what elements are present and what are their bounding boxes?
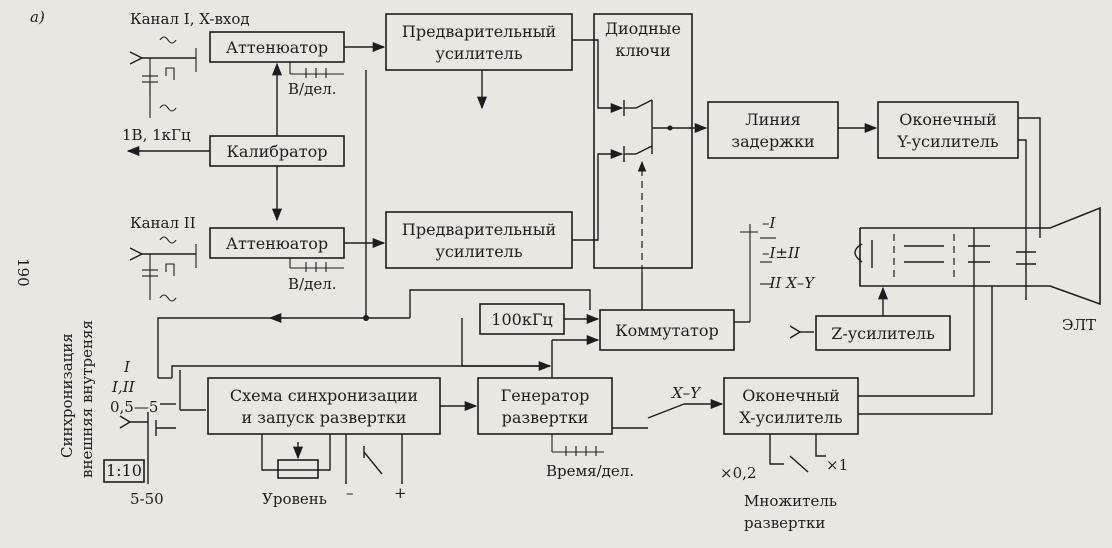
sweep-multiplier-switch[interactable]	[769, 434, 826, 473]
slope-minus-label: –	[346, 484, 354, 502]
sync-range-5-50-label: 5-50	[130, 490, 164, 508]
sync-bus-to-commutator	[409, 289, 591, 318]
delay-line-label-line2: задержки	[731, 132, 814, 151]
level-potentiometer[interactable]	[261, 434, 331, 479]
sync-internal-line	[171, 365, 550, 378]
time-div-switch[interactable]	[551, 434, 604, 456]
mode-label-3: –II X–Y	[762, 274, 816, 292]
sync-circuit-label-line1: Схема синхронизации	[230, 386, 418, 405]
preamp-1-block	[385, 13, 573, 71]
crt-tube	[854, 206, 1101, 306]
y-amplifier-label-line1: Оконечный	[899, 110, 997, 129]
sweep-multiplier-label-line2: развертки	[744, 514, 825, 532]
crt-label: ЭЛТ	[1062, 316, 1096, 334]
sweep-generator-label-line1: Генератор	[501, 386, 590, 405]
volt-div-2-switch[interactable]	[289, 258, 344, 272]
attenuator-2-label: Аттенюатор	[226, 234, 328, 253]
calibrator-label: Калибратор	[227, 142, 328, 161]
delay-line-block	[707, 101, 839, 159]
z-amplifier-label: Z-усилитель	[831, 324, 935, 343]
ch2-coupling-switch[interactable]	[142, 236, 197, 302]
y-amplifier-block	[877, 101, 1019, 159]
preamp-1-label-line2: усилитель	[435, 44, 522, 63]
mode-label-1: –I	[762, 214, 777, 232]
multiplier-1-label: ×1	[826, 456, 848, 474]
ratio-1-10-block[interactable]	[103, 459, 145, 483]
yamp-to-crt-lower-line	[1018, 139, 1027, 300]
sweep-multiplier-label-line1: Множитель	[744, 492, 837, 510]
slope-switch[interactable]	[345, 434, 403, 484]
ch1-input-connector[interactable]	[129, 51, 196, 65]
attenuator-1-label: Аттенюатор	[226, 38, 328, 57]
diode-switches-block	[593, 13, 693, 269]
sync-vertical-label-line2: внешняя внутреняя	[78, 320, 96, 478]
xamp-to-crt-upper-line	[858, 228, 975, 397]
x-amplifier-block	[723, 377, 859, 435]
time-div-label: Время/дел.	[546, 462, 634, 480]
slope-plus-label: +	[394, 484, 407, 502]
mode-label-2: –I±II	[762, 244, 801, 262]
y-amplifier-label-line2: Y-усилитель	[896, 132, 999, 151]
volt-div-2-label: В/дел.	[288, 275, 337, 293]
preamp2-to-diode-line	[572, 148, 624, 241]
ch1-coupling-switch[interactable]	[142, 36, 197, 118]
ratio-1-10-label: 1:10	[106, 461, 142, 480]
yamp-to-crt-upper-line	[1018, 117, 1041, 238]
z-input-connector[interactable]	[789, 325, 814, 339]
ch2-input-connector[interactable]	[129, 247, 196, 261]
ch1-input-label: Канал I, X-вход	[130, 10, 250, 28]
ch2-input-label: Канал II	[130, 214, 196, 232]
xamp-to-crt-lower-line	[858, 286, 993, 415]
sync-vertical-label-line1: Синхронизация	[58, 333, 76, 458]
diode-switches-label-line2: ключи	[615, 41, 670, 60]
xy-switch[interactable]	[612, 398, 724, 429]
preamp-2-label-line1: Предварительный	[402, 220, 556, 239]
volt-div-1-label: В/дел.	[288, 80, 337, 98]
volt-div-1-switch[interactable]	[289, 62, 344, 78]
sync-circuit-label-line2: и запуск развертки	[242, 408, 407, 427]
level-label: Уровень	[262, 490, 327, 508]
xy-switch-label: X–Y	[671, 384, 702, 402]
sync-bus-left-line	[157, 317, 270, 378]
page-number: 190	[14, 258, 32, 287]
preamp1-to-diode-line	[572, 39, 624, 114]
figure-label: а)	[30, 8, 45, 26]
delay-line-label-line1: Линия	[745, 110, 800, 129]
commutator-block	[599, 309, 735, 351]
sync-source-i-label: I	[123, 358, 131, 376]
sweep-generator-block	[477, 377, 613, 435]
commutator-label: Коммутатор	[615, 321, 718, 340]
diode-switch-contacts	[623, 99, 692, 162]
diode-switches-label-line1: Диодные	[605, 19, 681, 38]
calibrator-output-label: 1В, 1кГц	[122, 126, 191, 144]
x-amplifier-label-line2: X-усилитель	[739, 408, 843, 427]
x-amplifier-label-line1: Оконечный	[742, 386, 840, 405]
multiplier-02-label: ×0,2	[720, 464, 756, 482]
oscillator-100khz-label: 100кГц	[491, 310, 552, 329]
ext-sync-input-connector[interactable]	[119, 412, 176, 484]
sync-source-i-ii-label: I,II	[111, 378, 136, 396]
sync-source-switch[interactable]	[158, 370, 206, 411]
sync-range-05-5-label: 0,5—5	[110, 398, 158, 416]
mode-switch[interactable]	[740, 224, 776, 322]
preamp-1-label-line1: Предварительный	[402, 22, 556, 41]
preamp-2-label-line2: усилитель	[435, 242, 522, 261]
sweep-generator-label-line2: развертки	[502, 408, 589, 427]
